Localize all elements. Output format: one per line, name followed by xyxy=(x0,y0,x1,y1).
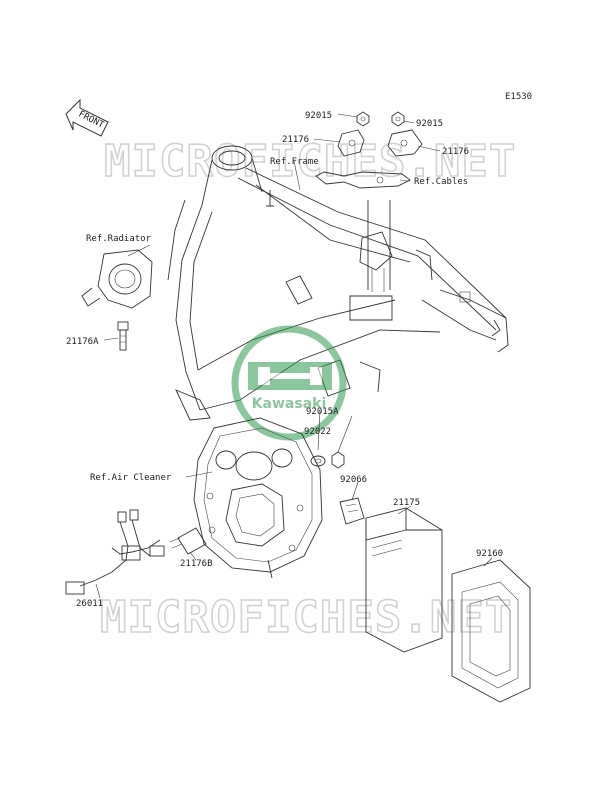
air-cleaner-housing xyxy=(193,417,323,579)
label-21176B: 21176B xyxy=(180,559,213,569)
label-21176-right: 21176 xyxy=(442,147,469,157)
sensor-21176-left xyxy=(337,129,365,157)
sensor-21176B xyxy=(169,527,207,555)
label-21176A: 21176A xyxy=(66,337,99,347)
label-ref-air-cleaner: Ref.Air Cleaner xyxy=(90,473,172,483)
label-ref-cables: Ref.Cables xyxy=(414,177,468,187)
cover-92160 xyxy=(451,559,531,703)
thermostat-housing xyxy=(81,249,153,309)
watermark-bottom: MICROFICHES.NET xyxy=(100,592,512,643)
label-92022: 92022 xyxy=(304,427,331,437)
diagram-code: E1530 xyxy=(505,92,532,102)
watermark-top: MICROFICHES.NET xyxy=(104,136,516,187)
ecu-21175 xyxy=(365,507,443,653)
label-ref-frame: Ref.Frame xyxy=(270,157,319,167)
harness-26011 xyxy=(65,509,165,595)
label-21176-left: 21176 xyxy=(282,135,309,145)
kawasaki-logo: Kawasaki xyxy=(231,325,347,441)
label-21175: 21175 xyxy=(393,498,420,508)
sensor-21176-right xyxy=(387,129,423,157)
washer-92022 xyxy=(310,455,326,467)
label-26011: 26011 xyxy=(76,599,103,609)
frame-drawing xyxy=(167,145,509,421)
nut-92015-right xyxy=(391,111,405,127)
cable-bracket xyxy=(315,171,411,189)
logo-text: Kawasaki xyxy=(252,396,327,412)
front-arrow-icon: FRONT xyxy=(65,98,109,137)
label-ref-radiator: Ref.Radiator xyxy=(86,234,152,244)
label-92015-right: 92015 xyxy=(416,119,443,129)
label-92160: 92160 xyxy=(476,549,503,559)
label-92015A: 92015A xyxy=(306,407,339,417)
sensor-21176A xyxy=(117,321,129,351)
connector-92066 xyxy=(339,497,365,525)
label-92066: 92066 xyxy=(340,475,367,485)
nut-92015A xyxy=(331,451,345,469)
leader-lines xyxy=(95,113,493,599)
nut-92015-left xyxy=(356,111,370,127)
label-92015-left: 92015 xyxy=(305,111,332,121)
